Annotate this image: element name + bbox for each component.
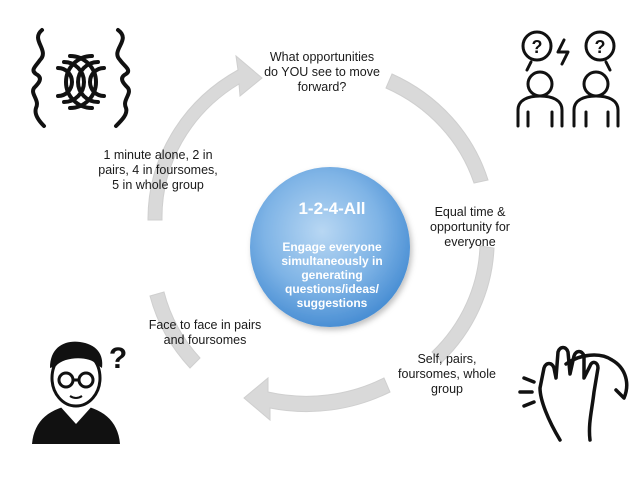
cycle-arrows [147, 54, 495, 422]
label-right: Equal time & opportunity for everyone [430, 205, 510, 249]
question-people-icon [516, 30, 620, 128]
svg-text:?: ? [595, 37, 606, 57]
label-bottom-right: Self, pairs, foursomes, whole group [398, 352, 496, 396]
cycle-arrow-top-left [147, 54, 263, 221]
center-title: 1-2-4-All [298, 199, 366, 218]
cycle-arrow-top-right [385, 73, 489, 184]
question-marks: ? ? [532, 37, 606, 57]
talking-faces-icon [31, 28, 131, 128]
center-circle [250, 167, 410, 327]
svg-text:?: ? [109, 342, 127, 375]
svg-text:?: ? [532, 37, 543, 57]
center-text: 1-2-4-All Engage everyone simultaneously… [250, 180, 414, 328]
label-top: What opportunities do YOU see to move fo… [264, 50, 380, 94]
cycle-arrow-bottom [243, 376, 391, 422]
label-bottom-left: Face to face in pairs and foursomes [148, 318, 262, 347]
cycle-arrow-right [431, 245, 495, 363]
high-five-icon [518, 345, 629, 442]
cycle-arrow-left [149, 291, 201, 369]
center-subtitle: Engage everyone simultaneously in genera… [281, 240, 383, 310]
thinking-person-icon: ? [32, 341, 127, 444]
label-left: 1 minute alone, 2 in pairs, 4 in foursom… [98, 148, 218, 192]
